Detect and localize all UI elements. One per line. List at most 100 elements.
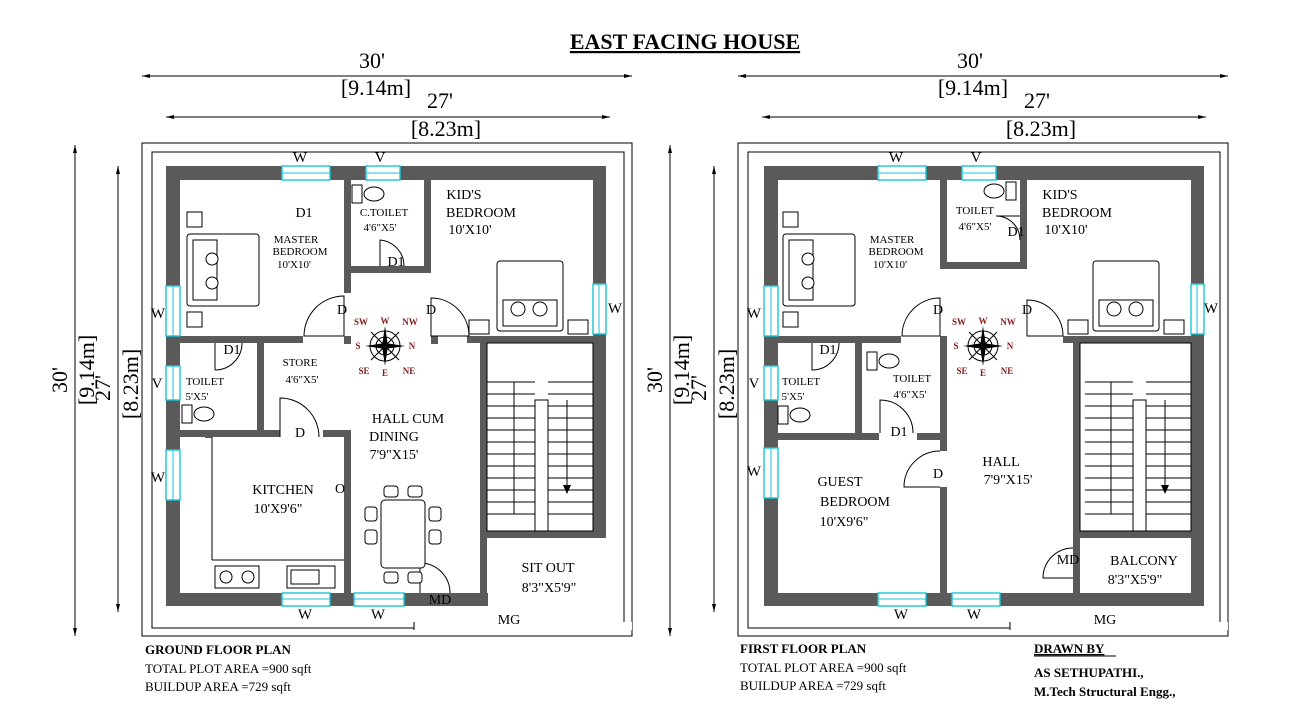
room-labels: D1 MASTER BEDROOM 10'X10' C.TOILET 4'6"X…	[186, 188, 577, 628]
ground-floor-plan: 30' [9.14m] 27' [8.23m] 30' [9.14m] 27' …	[47, 48, 633, 694]
dimension-lines: 30' [9.14m] 27' [8.23m] 30' [9.14m] 27' …	[47, 48, 632, 636]
furniture	[777, 181, 1185, 425]
store-size: 4'6"X5'	[286, 374, 319, 386]
guest-bedroom-size: 10'X9'6"	[820, 515, 869, 530]
first-build-area: BUILDUP AREA =729 sqft	[740, 678, 886, 693]
master-bedroom-name: MASTER	[274, 234, 319, 246]
balcony-size: 8'3"X5'9"	[1108, 573, 1163, 588]
compass: W E S N SW NW SE NE	[354, 316, 418, 378]
compass-ne: NW	[1000, 317, 1016, 327]
sitout-name: SIT OUT	[521, 561, 574, 576]
toilet1-size: 4'6"X5'	[959, 221, 992, 233]
ground-plot-area: TOTAL PLOT AREA =900 sqft	[145, 661, 312, 676]
kids-bedroom-name2: BEDROOM	[446, 206, 517, 221]
inner-width-m: [8.23m]	[1006, 116, 1076, 141]
guest-bedroom-name2: BEDROOM	[820, 495, 891, 510]
drawing-title: EAST FACING HOUSE	[570, 29, 800, 54]
drawn-by-qualification: M.Tech Structural Engg.,	[1034, 684, 1175, 699]
doors	[811, 215, 1074, 579]
inner-height-m: [8.23m]	[714, 349, 739, 419]
compass-w: S	[355, 341, 360, 351]
sitout-size: 8'3"X5'9"	[522, 581, 577, 596]
outer-height-ft: 30'	[47, 367, 72, 393]
window-mark-right-w: W	[608, 301, 623, 317]
main-gate-label: MG	[498, 613, 521, 628]
compass-e: N	[409, 341, 416, 351]
drawn-by-name: AS SETHUPATHI.,	[1034, 665, 1144, 680]
window-marks: W V W V W W W W	[747, 150, 1219, 623]
door-right-label: D	[426, 303, 436, 318]
inner-width-ft: 27'	[427, 88, 453, 113]
toilet2-door: D1	[819, 343, 836, 358]
master-bedroom-size: 10'X10'	[277, 259, 311, 271]
compass: W E S N SW NW SE NE	[952, 316, 1016, 378]
window-mark-top-w: W	[889, 150, 904, 166]
ctoilet-size: 4'6"X5'	[364, 222, 397, 234]
main-door-label: MD	[429, 593, 452, 608]
guest-bedroom-door: D	[933, 467, 943, 482]
kitchen-name: KITCHEN	[252, 483, 313, 498]
master-bedroom-name: MASTER	[870, 234, 915, 246]
hall-name2: DINING	[369, 430, 419, 445]
hall-size: 7'9"X15'	[370, 448, 419, 463]
door-left-label: D	[337, 303, 347, 318]
toilet3-door: D1	[890, 425, 907, 440]
compass-sw: SE	[358, 366, 369, 376]
staircase	[486, 342, 594, 532]
compass-w: S	[953, 341, 958, 351]
window-mark-left-w1: W	[151, 306, 166, 322]
window-mark-bottom-w1: W	[894, 607, 909, 623]
compass-n: W	[381, 316, 390, 326]
drawn-by-label: DRAWN BY	[1034, 641, 1105, 656]
first-floor-plan: 30' [9.14m] 27' [8.23m] 30' [9.14m] 27' …	[642, 48, 1229, 693]
toilet3-name: TOILET	[893, 373, 932, 385]
window-mark-left-w2: W	[151, 470, 166, 486]
outer-height-ft: 30'	[642, 367, 667, 393]
ctoilet-name: C.TOILET	[360, 207, 409, 219]
window-mark-left-v: V	[749, 376, 760, 392]
toilet2-name: TOILET	[782, 376, 821, 388]
compass-nw: SW	[354, 317, 368, 327]
plot-boundary	[737, 142, 1229, 637]
main-door-label: MD	[1057, 553, 1080, 568]
compass-nw: SW	[952, 317, 966, 327]
inner-height-m: [8.23m]	[118, 349, 143, 419]
ground-floor-caption: GROUND FLOOR PLAN	[145, 642, 292, 657]
ctoilet-door: D1	[387, 255, 404, 270]
ground-build-area: BUILDUP AREA =729 sqft	[145, 679, 291, 694]
outer-width-ft: 30'	[359, 48, 385, 73]
kitchen-o: O	[335, 482, 345, 497]
toilet-size: 5'X5'	[186, 391, 209, 403]
store-door: D	[295, 426, 305, 441]
kids-bedroom-name: KID'S	[446, 188, 481, 203]
toilet1-name: TOILET	[956, 205, 995, 217]
toilet-door: D1	[223, 343, 240, 358]
master-bedroom-name2: BEDROOM	[272, 246, 327, 258]
master-bedroom-name2: BEDROOM	[868, 246, 923, 258]
compass-se: NE	[1001, 366, 1014, 376]
inner-width-ft: 27'	[1024, 88, 1050, 113]
window-mark-right-w: W	[1204, 301, 1219, 317]
window-mark-top-w: W	[293, 150, 308, 166]
window-mark-bottom-w2: W	[967, 607, 982, 623]
hall-name: HALL CUM	[372, 412, 445, 427]
master-bedroom-size: 10'X10'	[873, 259, 907, 271]
door-left-label: D	[933, 303, 943, 318]
doors	[214, 239, 470, 594]
compass-s: E	[980, 368, 986, 378]
main-gate-label: MG	[1094, 613, 1117, 628]
window-mark-top-v: V	[375, 150, 386, 166]
first-plot-area: TOTAL PLOT AREA =900 sqft	[740, 660, 907, 675]
dimension-lines: 30' [9.14m] 27' [8.23m] 30' [9.14m] 27' …	[642, 48, 1228, 636]
outer-height-m: [9.14m]	[669, 335, 694, 405]
inner-height-ft: 27'	[90, 375, 115, 401]
outer-width-m: [9.14m]	[938, 75, 1008, 100]
window-mark-left-v: V	[152, 376, 163, 392]
kids-bedroom-name2: BEDROOM	[1042, 206, 1113, 221]
inner-width-m: [8.23m]	[411, 116, 481, 141]
door-right-label: D	[1022, 303, 1032, 318]
kids-bedroom-size: 10'X10'	[448, 223, 491, 238]
toilet-name: TOILET	[186, 376, 225, 388]
compass-e: N	[1007, 341, 1014, 351]
guest-bedroom-name: GUEST	[817, 475, 863, 490]
